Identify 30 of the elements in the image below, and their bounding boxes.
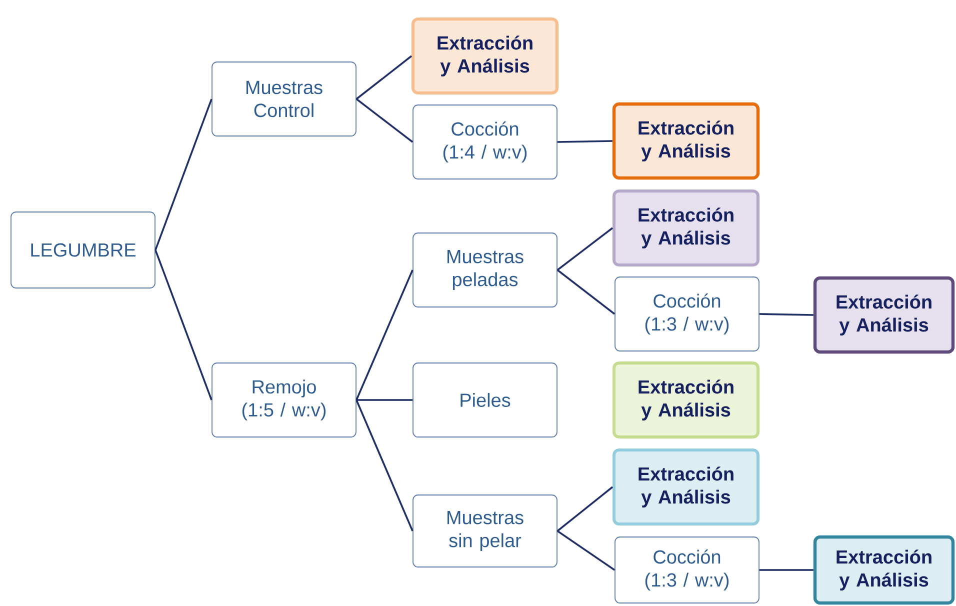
connector-line	[154, 250, 212, 400]
step-box: Cocción (1:3 / w:v)	[614, 536, 760, 604]
connector-line	[356, 399, 413, 401]
result-box: Extracción y Análisis	[612, 362, 760, 438]
connector-line	[356, 98, 414, 143]
connector-line	[556, 486, 614, 532]
connector-line	[557, 140, 612, 143]
step-box: Remojo (1:5 / w:v)	[212, 362, 356, 438]
result-box: Extracción y Análisis	[412, 18, 558, 94]
connector-line	[356, 400, 414, 532]
connector-line	[556, 227, 614, 271]
connector-line	[356, 55, 412, 100]
step-box: LEGUMBRE	[10, 212, 156, 288]
result-box: Extracción y Análisis	[612, 190, 760, 266]
result-box: Extracción y Análisis	[813, 276, 955, 354]
connector-line	[759, 313, 814, 316]
connector-line	[556, 530, 616, 571]
step-box: Muestras peladas	[412, 232, 558, 308]
connector-line	[759, 569, 814, 571]
result-box: Extracción y Análisis	[612, 448, 760, 526]
step-box: Muestras Control	[212, 62, 356, 136]
connector-line	[154, 98, 212, 250]
step-box: Cocción (1:4 / w:v)	[412, 104, 558, 180]
step-box: Pieles	[412, 362, 558, 438]
result-box: Extracción y Análisis	[612, 102, 760, 180]
step-box: Muestras sin pelar	[412, 494, 558, 568]
connector-line	[356, 270, 414, 400]
step-box: Cocción (1:3 / w:v)	[614, 276, 760, 352]
connector-line	[556, 269, 616, 315]
result-box: Extracción y Análisis	[813, 535, 955, 605]
